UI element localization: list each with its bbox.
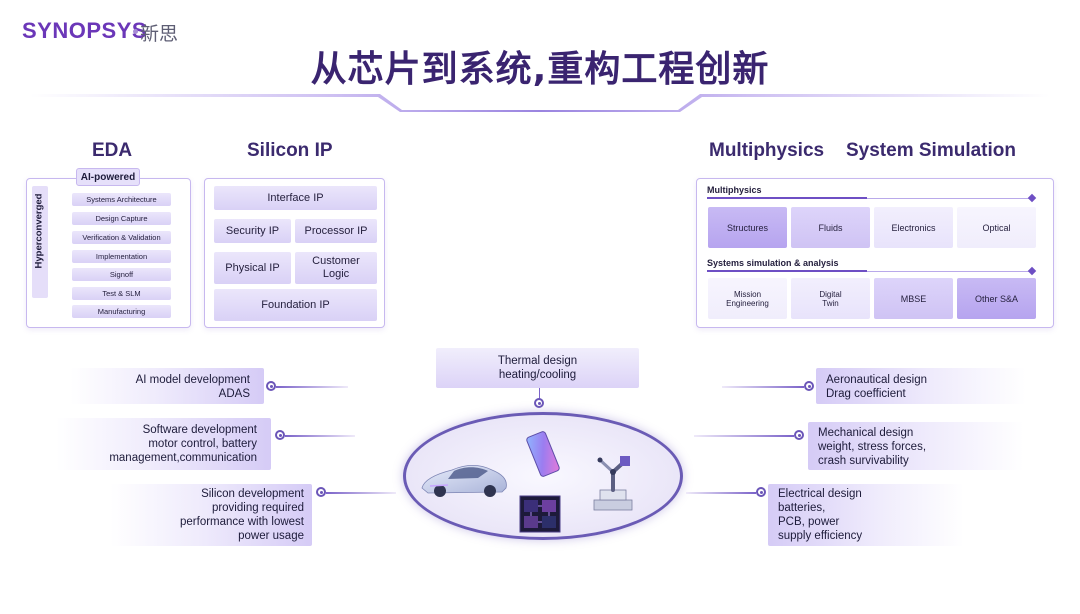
ai-model-line-1: AI model development	[135, 374, 250, 386]
software-connector	[285, 435, 355, 437]
electrical-callout: Electrical design batteries, PCB, power …	[768, 484, 964, 546]
eda-item-systems-architecture: Systems Architecture	[72, 193, 171, 206]
ai-model-callout: AI model development ADAS	[70, 368, 264, 404]
systems-divider	[707, 270, 867, 272]
digital-twin-chip: Digital Twin	[791, 278, 870, 319]
customer-logic-chip: Customer Logic	[295, 252, 377, 284]
thermal-line-2: heating/cooling	[498, 369, 577, 381]
logo-dot	[133, 29, 138, 34]
multiphysics-sub-label: Multiphysics	[707, 185, 762, 195]
electronics-chip: Electronics	[874, 207, 953, 248]
optical-chip: Optical	[957, 207, 1036, 248]
silicon-line-1: Silicon development	[201, 488, 304, 500]
structures-chip: Structures	[708, 207, 787, 248]
ai-model-line-2: ADAS	[218, 388, 250, 400]
eda-item-signoff: Signoff	[72, 268, 171, 281]
eda-item-design-capture: Design Capture	[72, 212, 171, 225]
aero-line-1: Aeronautical design	[826, 374, 928, 386]
thermal-line-1: Thermal design	[497, 355, 578, 367]
ai-model-dot	[266, 381, 276, 391]
processor-ip-chip: Processor IP	[295, 219, 377, 243]
chip-icon	[519, 495, 561, 533]
other-sa-chip: Other S&A	[957, 278, 1036, 319]
multiphysics-divider	[707, 197, 867, 199]
software-line-2: motor control, battery	[148, 438, 257, 450]
software-line-1: Software development	[142, 424, 257, 436]
interface-ip-chip: Interface IP	[214, 186, 377, 210]
mechanical-dot	[794, 430, 804, 440]
thermal-connector-dot	[534, 398, 544, 408]
software-dot	[275, 430, 285, 440]
aero-callout: Aeronautical design Drag coefficient	[816, 368, 1026, 404]
multiphysics-heading: Multiphysics	[709, 140, 825, 161]
silicon-line-4: power usage	[238, 530, 304, 542]
aero-connector	[722, 386, 804, 388]
software-callout: Software development motor control, batt…	[56, 418, 271, 470]
hyperconverged-bar	[32, 186, 48, 298]
eda-item-implementation: Implementation	[72, 250, 171, 263]
mission-engineering-chip: Mission Engineering	[708, 278, 787, 319]
silicon-ip-heading: Silicon IP	[247, 140, 333, 161]
mbse-chip: MBSE	[874, 278, 953, 319]
synopsys-logo: SYNOPSYS	[22, 18, 148, 43]
car-icon	[421, 465, 507, 497]
thermal-connector	[538, 388, 540, 400]
mechanical-line-3: crash survivability	[818, 455, 909, 467]
systems-divider-thin	[867, 270, 1029, 272]
system-simulation-heading: System Simulation	[846, 140, 1016, 161]
customer-logic-line-1: Customer	[312, 255, 360, 267]
foundation-ip-chip: Foundation IP	[214, 289, 377, 321]
robot-arm-icon	[593, 456, 633, 511]
eda-item-verification-validation: Verification & Validation	[72, 231, 171, 244]
fluids-chip: Fluids	[791, 207, 870, 248]
eda-heading: EDA	[92, 140, 133, 161]
customer-logic-line-2: Logic	[322, 268, 350, 280]
thermal-design-callout: Thermal design heating/cooling	[436, 348, 639, 388]
silicon-line-3: performance with lowest	[180, 516, 304, 528]
title-underline	[30, 94, 1050, 112]
electrical-line-1: Electrical design	[778, 488, 862, 500]
electrical-line-3: PCB, power	[778, 516, 840, 528]
multiphysics-divider-thin	[867, 197, 1029, 199]
silicon-dev-connector	[326, 492, 396, 494]
electrical-line-4: supply efficiency	[778, 530, 863, 542]
aero-dot	[804, 381, 814, 391]
mission-line-2: Engineering	[726, 298, 769, 308]
ai-powered-badge: AI-powered	[76, 168, 140, 186]
electrical-line-2: batteries,	[778, 502, 826, 514]
ai-model-connector	[276, 386, 348, 388]
silicon-dev-callout: Silicon development providing required p…	[110, 484, 312, 546]
systems-sub-label: Systems simulation & analysis	[707, 258, 839, 268]
security-ip-chip: Security IP	[214, 219, 291, 243]
hyperconverged-label: Hyperconverged	[33, 193, 45, 269]
physical-ip-chip: Physical IP	[214, 252, 291, 284]
mechanical-line-2: weight, stress forces,	[818, 441, 927, 453]
synopsys-logo-cn: 新思	[140, 23, 179, 45]
twin-line-1: Digital	[819, 289, 842, 299]
mechanical-callout: Mechanical design weight, stress forces,…	[808, 422, 1024, 470]
software-line-3: management,communication	[109, 452, 257, 464]
electrical-connector	[686, 492, 756, 494]
mechanical-line-1: Mechanical design	[818, 427, 914, 439]
aero-line-2: Drag coefficient	[826, 388, 906, 400]
twin-line-2: Twin	[822, 298, 839, 308]
silicon-line-2: providing required	[211, 502, 304, 514]
electrical-dot	[756, 487, 766, 497]
eda-item-manufacturing: Manufacturing	[72, 305, 171, 318]
smartphone-icon	[526, 431, 560, 477]
eda-item-test-slm: Test & SLM	[72, 287, 171, 300]
mechanical-connector	[694, 435, 794, 437]
mission-line-1: Mission	[733, 289, 762, 299]
silicon-dev-dot	[316, 487, 326, 497]
page-title: 从芯片到系统,重构工程创新	[310, 49, 770, 90]
